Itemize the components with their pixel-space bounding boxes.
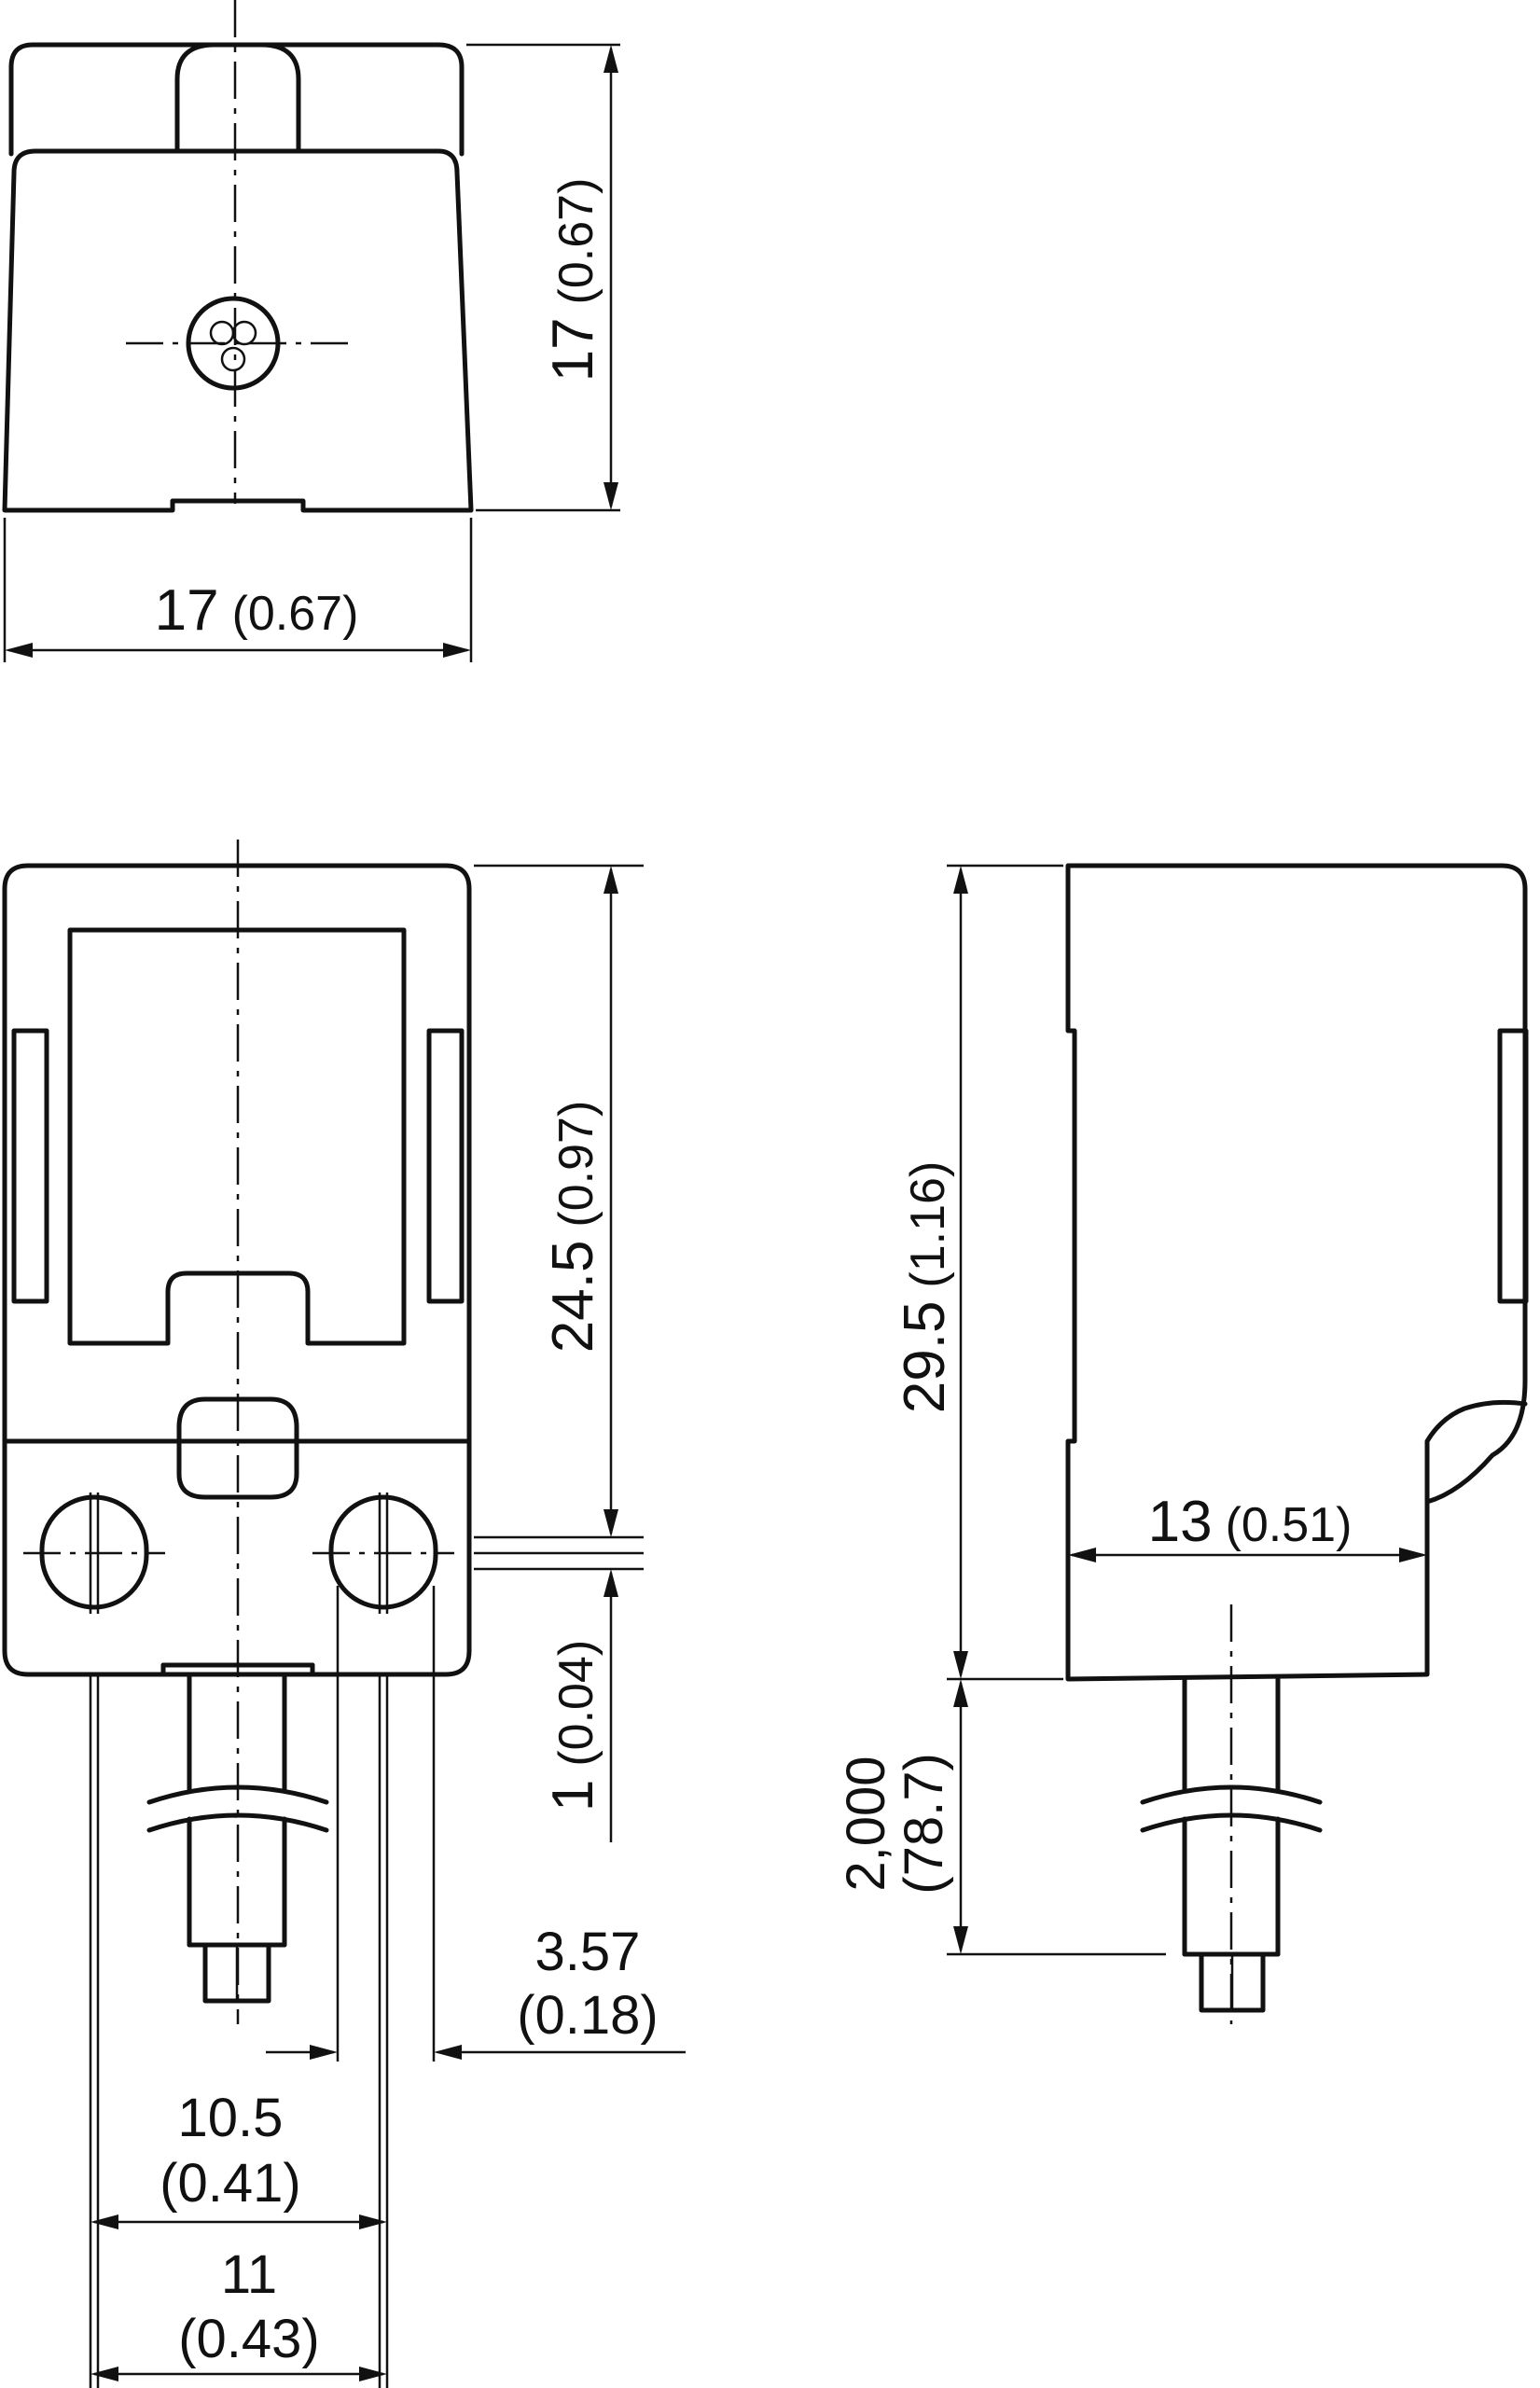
side-height-label: 29.5(1.16)	[893, 1161, 957, 1414]
top-view-tab	[174, 42, 301, 152]
top-view-front-housing	[2, 148, 474, 513]
side-view: 29.5(1.16) 13(0.51) 2,000 (78.7)	[836, 863, 1529, 2024]
front-view-led-window	[176, 1396, 299, 1500]
front-view: 24.5(0.97) 1(0.04) 3.57 (0.18) 10.5 (0.4…	[2, 840, 686, 2388]
hole-diameter-inch: (0.18)	[517, 1985, 659, 2046]
hole-offset-label: 1(0.04)	[541, 1640, 605, 1812]
top-width-label: 17(0.67)	[155, 578, 359, 643]
front-view-sensing-face	[67, 927, 407, 1346]
side-view-clip	[1497, 1028, 1529, 1304]
hole-diameter-value: 3.57	[535, 1922, 641, 1982]
top-view-rear-housing	[30, 42, 465, 157]
front-height-label: 24.5(0.97)	[541, 1101, 605, 1354]
top-view-pin-3	[220, 346, 246, 372]
side-depth-label: 13(0.51)	[1148, 1490, 1353, 1554]
top-view-pin-2	[231, 320, 257, 346]
top-height-label: 17(0.67)	[541, 178, 605, 382]
front-view-left-clip	[11, 1028, 49, 1304]
cable-length-inch: (78.7)	[894, 1753, 954, 1895]
top-view: 17(0.67) 17(0.67)	[2, 0, 620, 662]
front-view-housing	[2, 863, 472, 1677]
side-view-hook	[1424, 1399, 1528, 1505]
hole-spacing-a-value: 10.5	[178, 2088, 284, 2148]
hole-spacing-b-inch: (0.43)	[178, 2309, 320, 2369]
top-view-rear-housing-left	[8, 42, 35, 157]
top-view-pin-1	[209, 320, 235, 346]
hole-spacing-b-value: 11	[221, 2244, 277, 2305]
side-view-housing	[1065, 863, 1528, 1682]
hole-spacing-a-inch: (0.41)	[160, 2153, 301, 2214]
cable-length-value: 2,000	[836, 1756, 896, 1891]
front-view-right-clip	[426, 1028, 465, 1304]
